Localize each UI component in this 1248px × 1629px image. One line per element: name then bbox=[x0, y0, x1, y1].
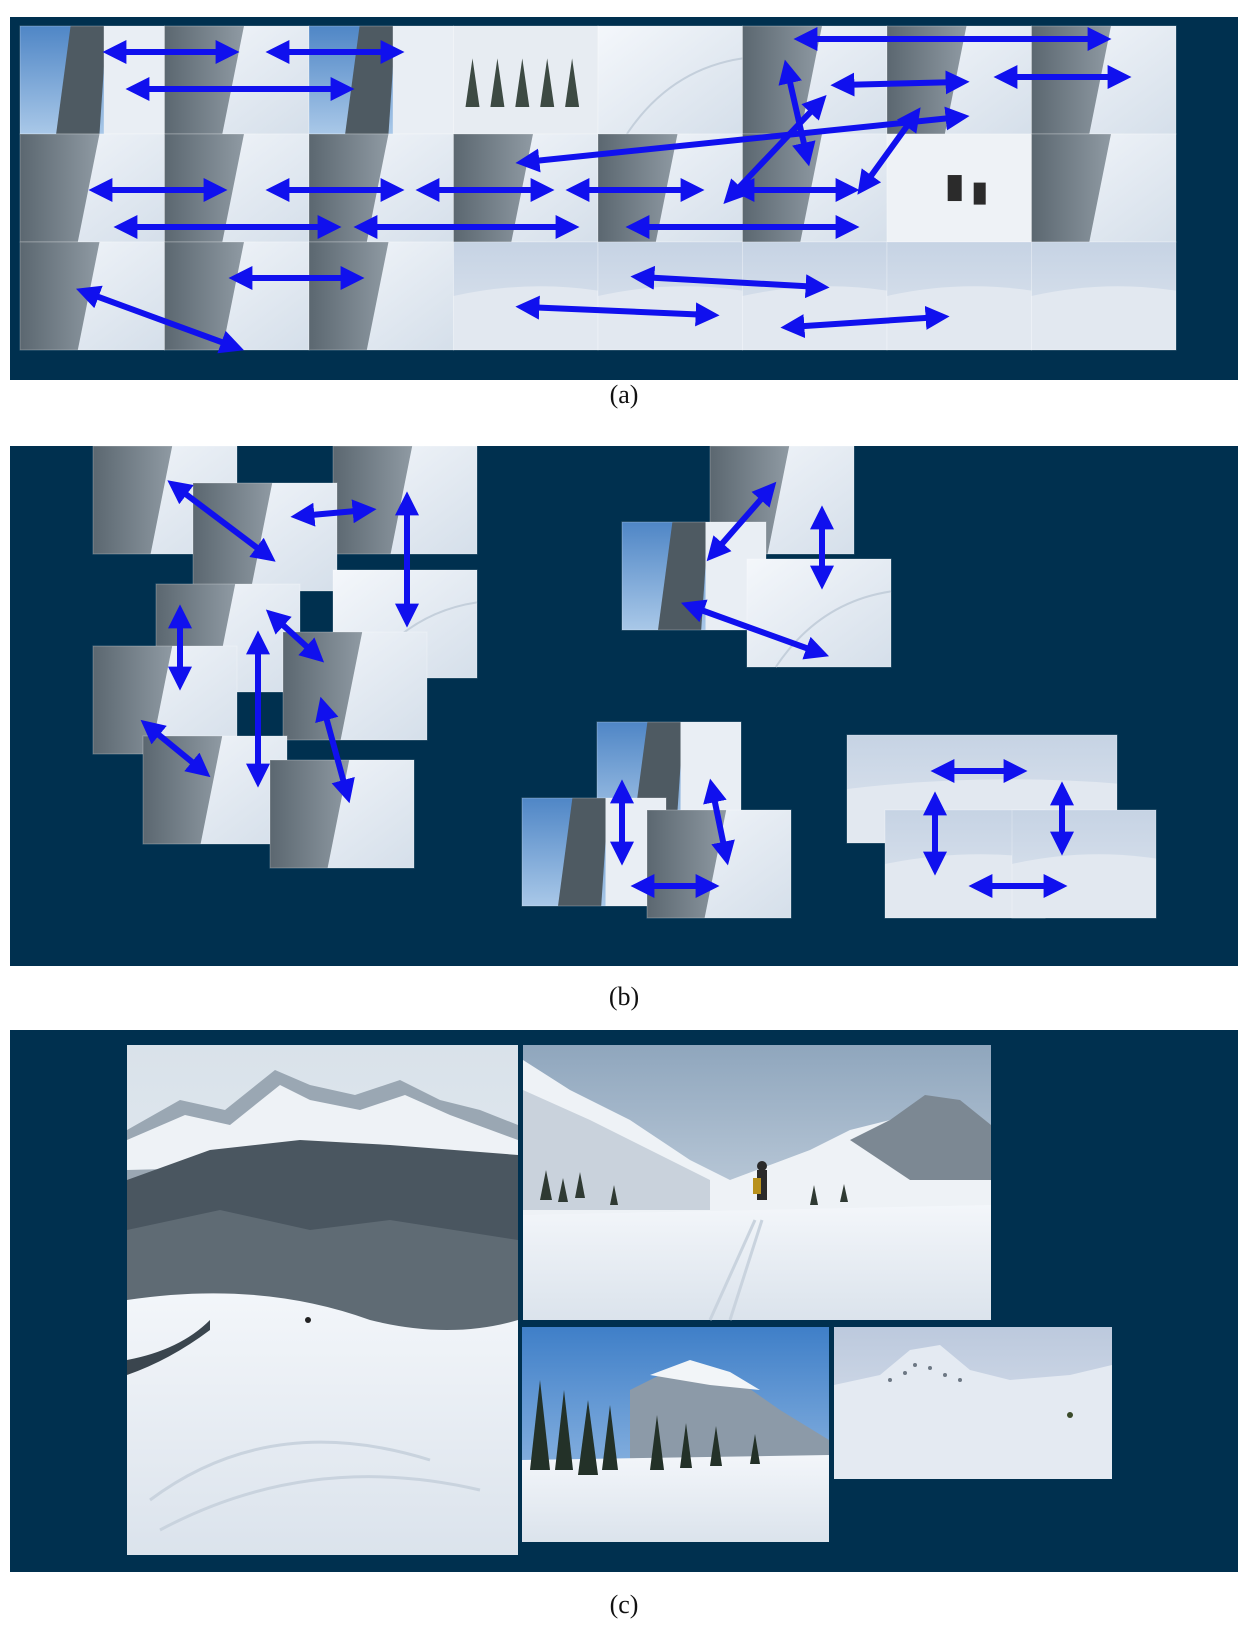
thumbnail bbox=[192, 482, 338, 592]
panel-a bbox=[10, 17, 1238, 380]
panorama-blue-sky-trees bbox=[522, 1327, 829, 1542]
match-arrow bbox=[703, 778, 735, 866]
thumbnail bbox=[164, 25, 310, 135]
match-arrow bbox=[830, 70, 970, 97]
thumbnail bbox=[886, 241, 1032, 351]
thumbnail bbox=[742, 241, 888, 351]
panorama-forest-valley bbox=[127, 1045, 518, 1555]
panel-a-canvas bbox=[19, 25, 1177, 354]
thumbnail bbox=[308, 241, 454, 351]
thumbnail bbox=[742, 25, 888, 135]
caption-a: (a) bbox=[609, 380, 639, 409]
thumbnail bbox=[597, 25, 743, 135]
match-arrow bbox=[315, 696, 355, 804]
caption-b: (b) bbox=[608, 982, 640, 1011]
match-arrow bbox=[75, 285, 245, 354]
panel-b-canvas bbox=[92, 446, 1157, 919]
thumbnail bbox=[1031, 241, 1177, 351]
match-arrow bbox=[290, 499, 377, 527]
caption-c: (c) bbox=[609, 1590, 639, 1619]
match-arrow bbox=[706, 481, 777, 562]
thumbnail bbox=[521, 797, 667, 907]
thumbnail bbox=[597, 241, 743, 351]
match-arrow bbox=[140, 719, 211, 778]
thumbnail bbox=[1011, 809, 1157, 919]
panel-b bbox=[10, 446, 1238, 966]
panorama-hazy-slope bbox=[834, 1327, 1112, 1479]
thumbnail bbox=[19, 25, 165, 135]
thumbnail bbox=[886, 133, 1032, 243]
match-arrow bbox=[515, 295, 720, 327]
match-arrow bbox=[167, 480, 276, 562]
panorama-skier-valley bbox=[523, 1045, 991, 1321]
match-arrow bbox=[265, 609, 325, 663]
match-arrow bbox=[680, 599, 830, 660]
match-arrow bbox=[780, 305, 950, 339]
thumbnail bbox=[453, 25, 599, 135]
thumbnail bbox=[453, 241, 599, 351]
thumbnail bbox=[164, 241, 310, 351]
panel-b-arrows bbox=[140, 480, 1074, 898]
panel-a-arrows bbox=[75, 26, 1132, 354]
thumbnail bbox=[1031, 133, 1177, 243]
thumbnail bbox=[308, 25, 454, 135]
panel-c-canvas bbox=[127, 1045, 1112, 1555]
thumbnail bbox=[621, 521, 767, 631]
thumbnail bbox=[142, 735, 288, 845]
panel-c bbox=[10, 1030, 1238, 1572]
match-arrow bbox=[857, 107, 921, 195]
match-arrow bbox=[630, 265, 830, 299]
